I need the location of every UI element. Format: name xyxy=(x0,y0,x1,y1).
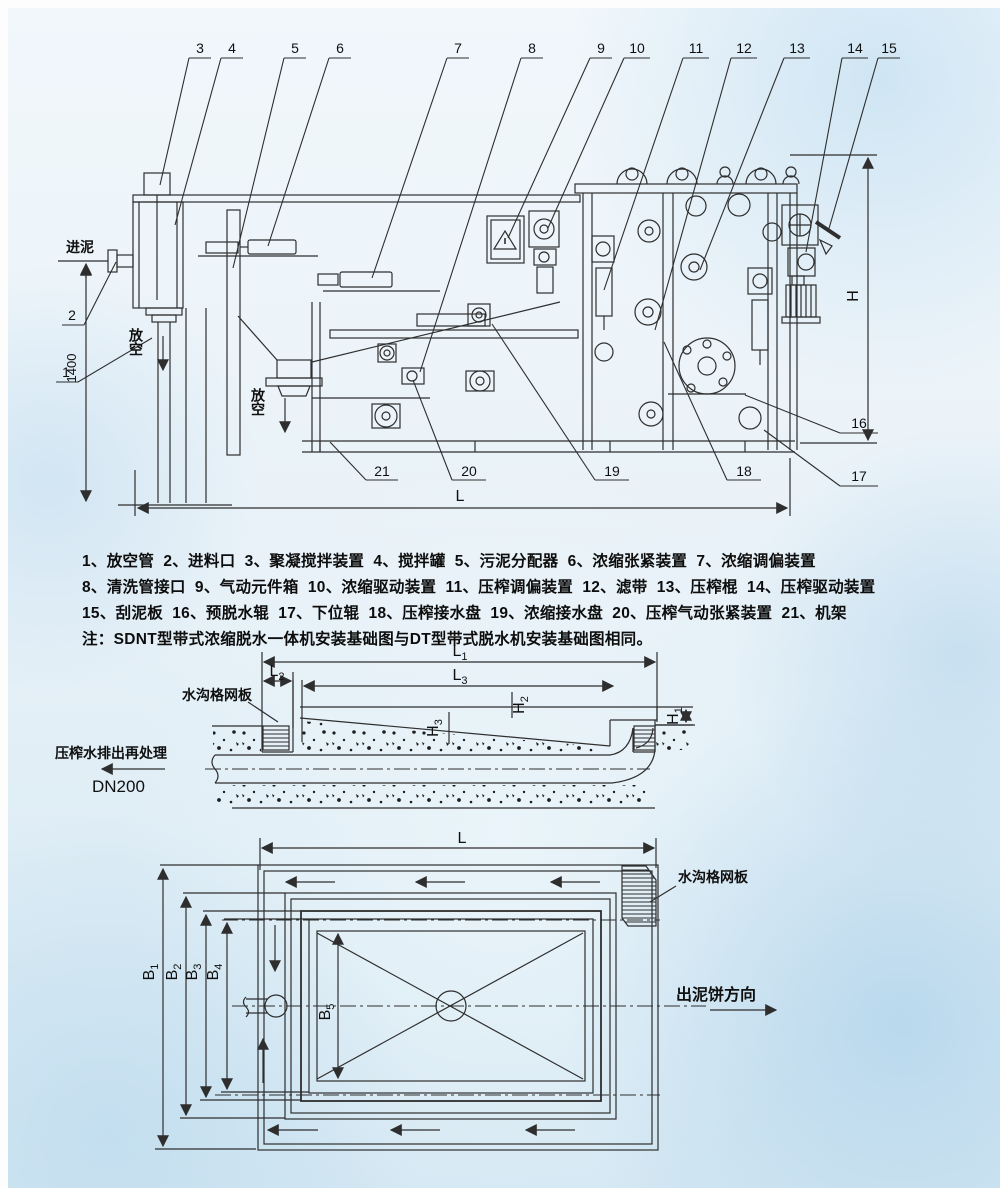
elevation-view: 3 4 5 6 7 8 9 10 11 12 13 14 15 进泥 放空 放空… xyxy=(56,40,900,516)
section-structure xyxy=(100,652,695,809)
foundation-section-view: L1 L2 L3 H1 H2 H3 水沟格网板 压榨水排出再处理 DN200 xyxy=(55,643,695,809)
callout-11: 11 xyxy=(689,40,704,56)
dim-L3-label: L3 xyxy=(452,667,467,687)
lower-mechanisms xyxy=(311,302,495,452)
callout-19: 19 xyxy=(604,463,620,479)
grid-plate-label-section: 水沟格网板 xyxy=(182,687,253,703)
tank-drain-label: 放空 xyxy=(128,327,144,356)
callout-8: 8 xyxy=(528,40,536,56)
callout-10: 10 xyxy=(629,40,645,56)
inlet-label: 进泥 xyxy=(66,239,94,255)
discharge-label: 压榨水排出再处理 xyxy=(55,745,167,761)
cake-direction-label: 出泥饼方向 xyxy=(676,985,756,1004)
dim-H2-label: H2 xyxy=(511,696,531,714)
warning-plate xyxy=(486,215,525,264)
mid-deck xyxy=(329,303,579,339)
callout-17: 17 xyxy=(851,468,867,484)
callout-1: 1 xyxy=(62,364,70,380)
foundation-plan-view: L B1 B2 B3 B4 B5 水沟格网板 出泥饼方向 xyxy=(141,830,778,1151)
dim-L-line xyxy=(134,458,791,516)
callout-leaders xyxy=(56,57,900,487)
callout-18: 18 xyxy=(736,463,752,479)
concentration-align-cylinder xyxy=(317,271,440,292)
dim-B3-label: B3 xyxy=(184,964,204,981)
callout-14: 14 xyxy=(847,40,863,56)
dim-H-line xyxy=(790,154,877,444)
dim-L-label: L xyxy=(456,488,465,505)
dim-B2-label: B2 xyxy=(164,964,184,981)
hopper xyxy=(237,301,561,434)
press-tensioners xyxy=(591,235,773,365)
callout-9: 9 xyxy=(597,40,605,56)
plan-dim-L-label: L xyxy=(458,830,467,847)
dim-H-label: H xyxy=(845,290,862,302)
pipe-size-label: DN200 xyxy=(92,777,145,796)
dim-L2-label: L2 xyxy=(269,663,284,683)
dim-H3-label: H3 xyxy=(425,719,445,737)
press-drive-motor xyxy=(781,204,842,324)
callout-13: 13 xyxy=(789,40,805,56)
mixing-tank xyxy=(132,172,581,309)
callout-16: 16 xyxy=(851,415,867,431)
legend-line-1: 1、放空管 2、进料口 3、聚凝搅拌装置 4、搅拌罐 5、污泥分配器 6、浓缩张… xyxy=(82,553,816,570)
top-bearings xyxy=(616,166,800,185)
plan-b-dimensions xyxy=(155,864,344,1150)
press-rollers xyxy=(594,193,782,430)
callout-4: 4 xyxy=(228,40,236,56)
dim-B5-label: B5 xyxy=(317,1004,337,1021)
press-frame xyxy=(574,183,798,450)
concentration-tension-cylinder xyxy=(198,239,318,257)
dim-L1-label: L1 xyxy=(452,643,467,663)
hopper-drain-label: 放空 xyxy=(250,387,266,416)
dim-B1-label: B1 xyxy=(141,964,161,981)
concrete-speckle xyxy=(213,721,692,806)
plan-structure xyxy=(215,838,778,1151)
legend-note: 注：SDNT型带式浓缩脱水一体机安装基础图与DT型带式脱水机安装基础图相同。 xyxy=(82,631,653,648)
callout-20: 20 xyxy=(461,463,477,479)
legend-line-2: 8、清洗管接口 9、气动元件箱 10、浓缩驱动装置 11、压榨调偏装置 12、滤… xyxy=(82,579,876,596)
callout-21: 21 xyxy=(374,463,390,479)
distributor-post xyxy=(226,209,241,456)
base-frame xyxy=(302,440,795,453)
legend-line-3: 15、刮泥板 16、预脱水辊 17、下位辊 18、压榨接水盘 19、浓缩接水盘 … xyxy=(82,605,847,622)
grid-plate-label-plan: 水沟格网板 xyxy=(678,869,749,885)
dim-1400-label: 1400 xyxy=(64,354,79,383)
callout-6: 6 xyxy=(336,40,344,56)
dim-B4-label: B4 xyxy=(205,964,225,981)
callout-5: 5 xyxy=(291,40,299,56)
callout-2: 2 xyxy=(68,307,76,323)
callout-3: 3 xyxy=(196,40,204,56)
callout-15: 15 xyxy=(881,40,897,56)
dim-H1-label: H1 xyxy=(665,707,685,725)
callout-12: 12 xyxy=(736,40,752,56)
callout-7: 7 xyxy=(454,40,462,56)
concentration-drive-unit xyxy=(528,210,560,294)
